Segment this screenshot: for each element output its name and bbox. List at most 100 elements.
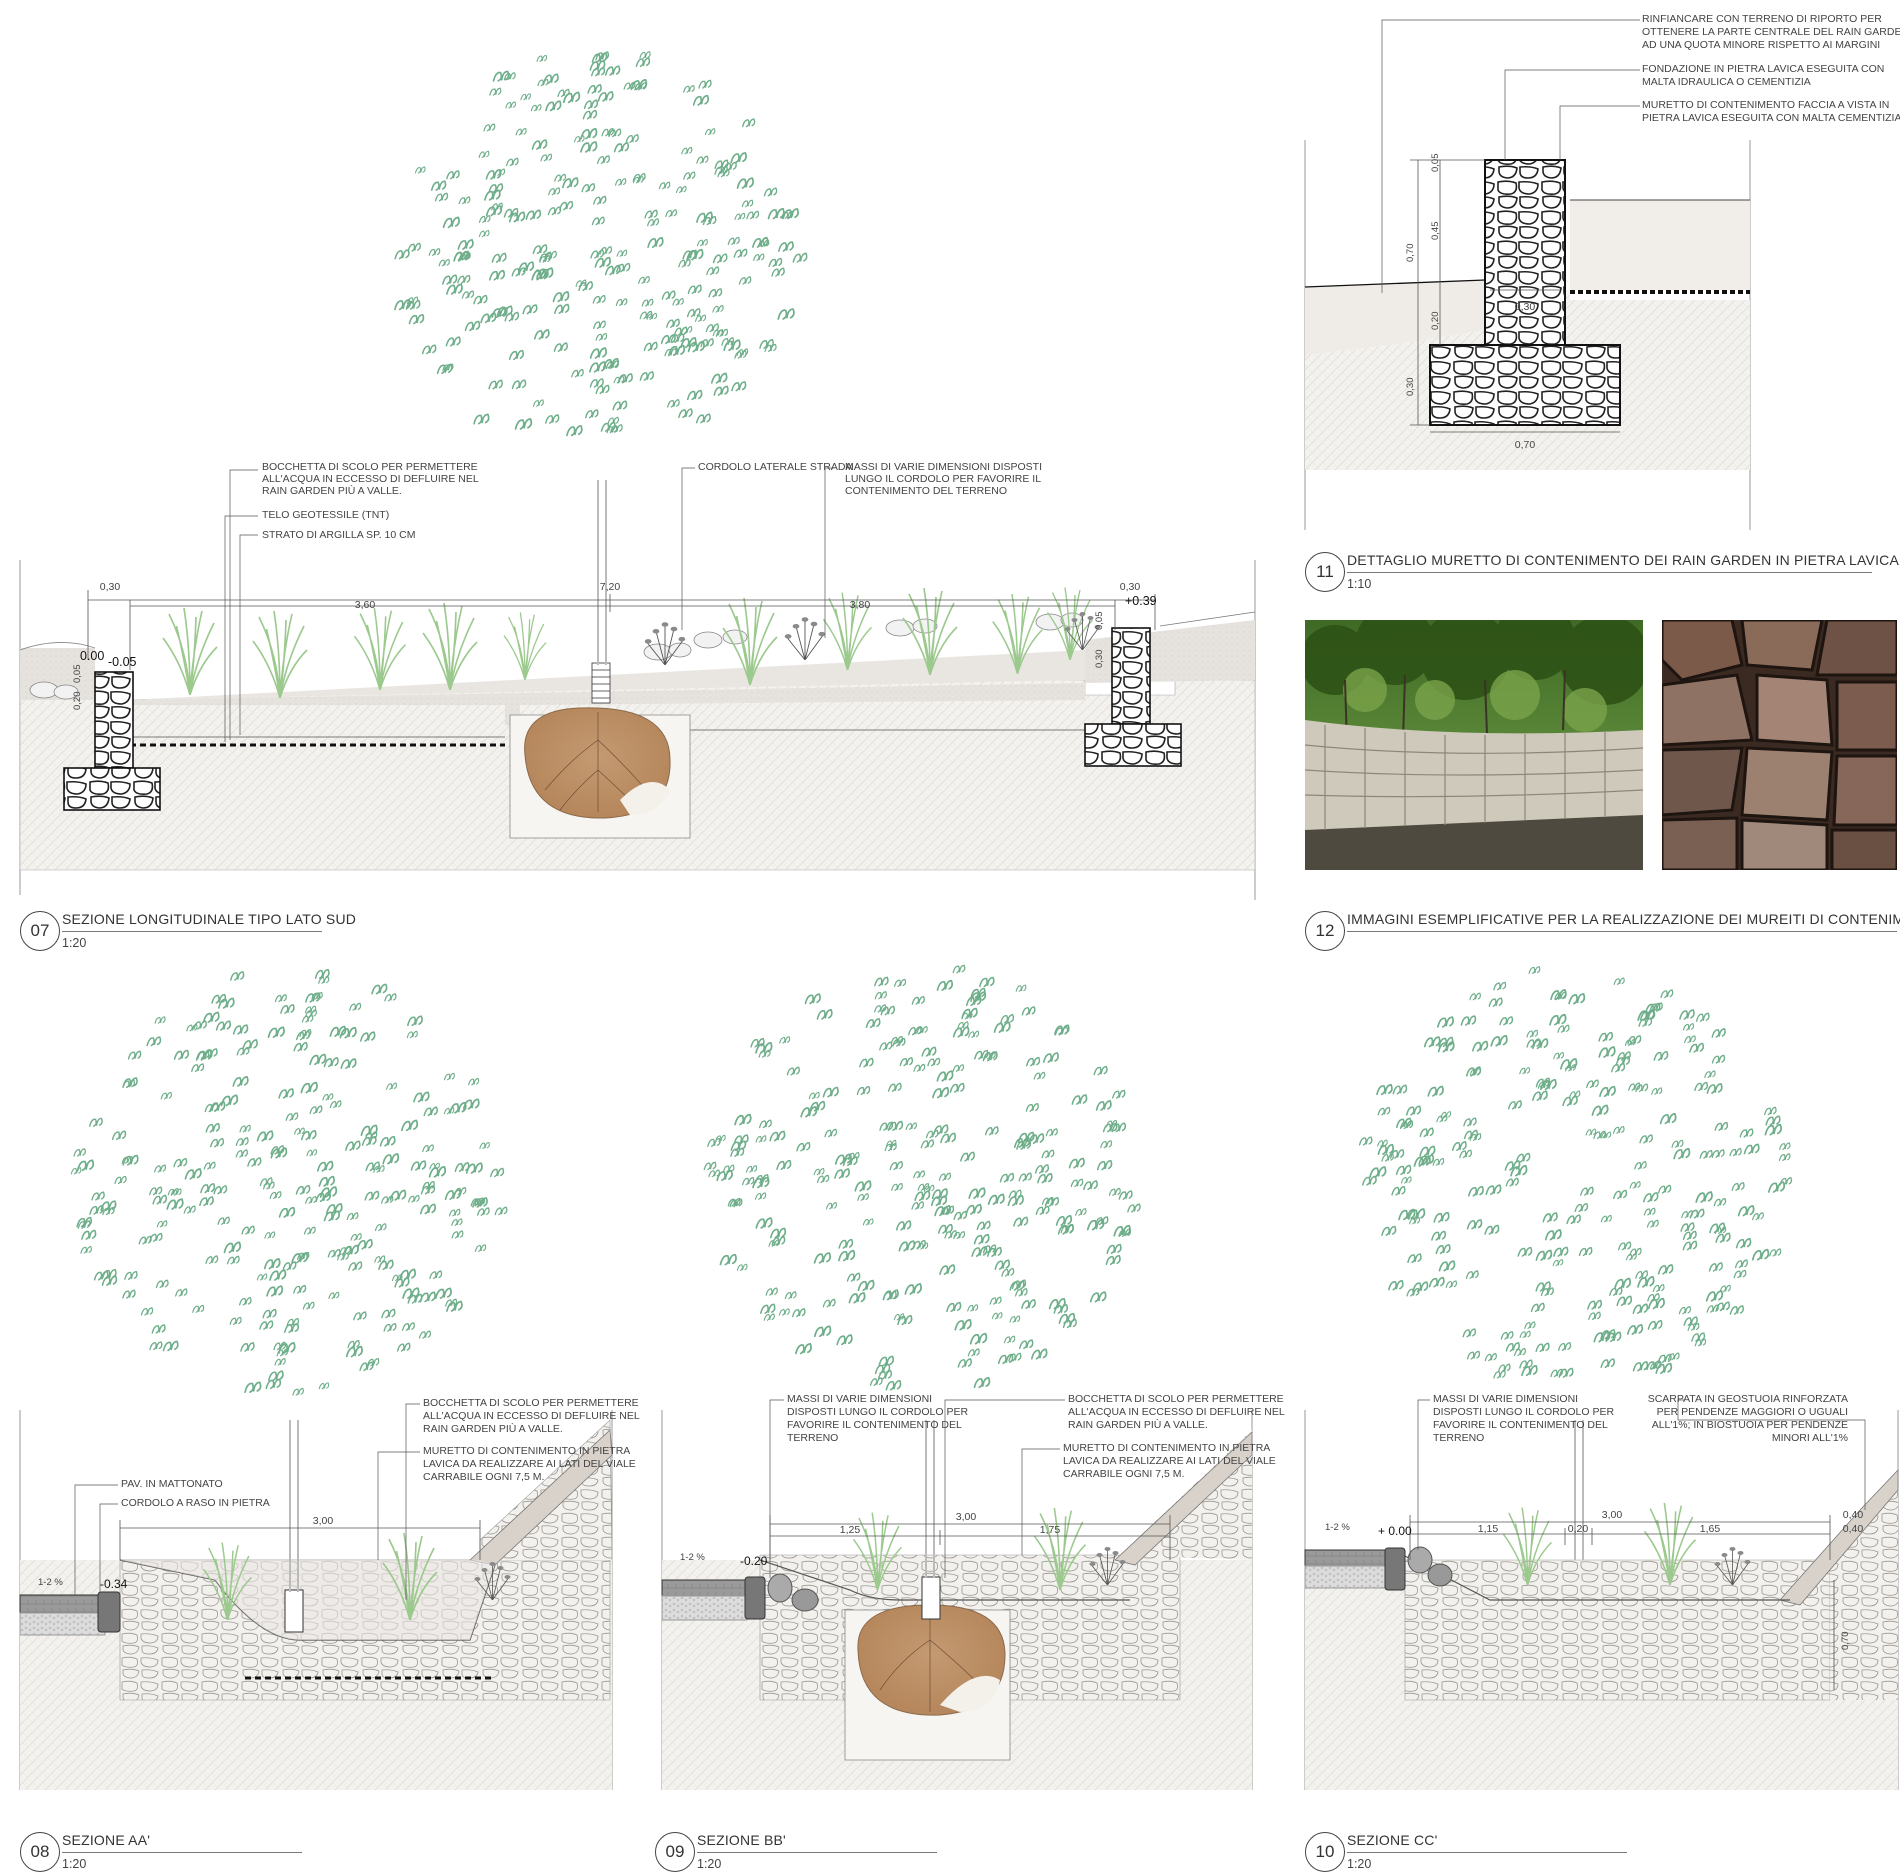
panel-number: 10 [1305,1832,1345,1872]
p08-note-muretto-2: LAVICA DA REALIZZARE AI LATI DEL VIALE [423,1458,636,1470]
photo-dry-stone-wall-garden [1305,620,1643,870]
photo-lava-stone-texture [1662,620,1897,870]
p07-note-bocchetta-2: ALL'ACQUA IN ECCESSO DI DEFLUIRE NEL [262,473,479,485]
p10-dim-level: + 0.00 [1378,1524,1412,1538]
tree-canopy [394,51,808,437]
panel-number: 07 [20,911,60,951]
p11-dim-w2: 0,70 [1515,439,1536,451]
title-rule [1347,572,1872,573]
p10-dim-a: 1,15 [1478,1523,1499,1535]
p07-dim-edge-right: 0,30 [1120,581,1141,593]
p11-dim-v2: 0,45 [1430,222,1441,241]
p11-note-rinfiancare-1: RINFIANCARE CON TERRENO DI RIPORTO PER [1642,13,1882,25]
panel-number: 12 [1305,911,1345,951]
p07-dim-total: 7,20 [600,581,621,593]
p07-dim-h1: 0,20 [72,692,83,711]
p11-dim-v5: 0,30 [1405,378,1416,397]
title-rule [697,1852,937,1853]
p09-dim-left: 1,25 [840,1524,861,1536]
p08-note-pav: PAV. IN MATTONATO [121,1478,223,1490]
p08-note-cordolo: CORDOLO A RASO IN PIETRA [121,1497,270,1509]
p11-dim-v1: 0,05 [1430,154,1441,173]
p08-note-muretto-3: CARRABILE OGNI 7,5 M. [423,1471,544,1483]
p10-dim-v: 0,70 [1840,1632,1851,1651]
p10-note-scarpata-1: SCARPATA IN GEOSTUOIA RINFORZATA [1648,1393,1848,1405]
panel-number: 08 [20,1832,60,1872]
title-rule [1347,1852,1627,1853]
p09-dim-width: 3,00 [956,1511,977,1523]
p11-note-muretto-2: PIETRA LAVICA ESEGUITA CON MALTA CEMENTI… [1642,112,1900,124]
title-rule [62,931,322,932]
panel-scale: 1:10 [1347,577,1372,591]
p07-level-b: -0.05 [108,655,137,669]
p10-dim-d: 0,40 [1843,1509,1864,1521]
p10-dim-b: 0,20 [1568,1523,1589,1535]
p07-dim-h2: 0,05 [72,665,83,684]
tree-canopy [1358,966,1793,1379]
section-11-drawing [1304,140,1751,530]
p08-dim-slope: 1-2 % [38,1577,63,1588]
p09-note-massi-4: TERRENO [787,1432,838,1444]
p10-note-scarpata-4: MINORI ALL'1% [1772,1432,1848,1444]
p07-note-massi-1: MASSI DI VARIE DIMENSIONI DISPOSTI [845,461,1042,473]
section-09-drawing [661,1410,1253,1790]
p08-note-bocchetta-1: BOCCHETTA DI SCOLO PER PERMETTERE [423,1397,639,1409]
p07-dim-right: 3,80 [850,599,871,611]
p09-dim-level: -0.20 [740,1554,768,1568]
p11-note-rinfiancare-2: OTTENERE LA PARTE CENTRALE DEL RAIN GARD… [1642,26,1900,38]
p09-note-bocchetta-2: ALL'ACQUA IN ECCESSO DI DEFLUIRE NEL [1068,1406,1285,1418]
title-rule [1347,931,1897,932]
section-08-drawing [19,1410,613,1790]
tree-canopy [70,968,508,1396]
annotation-labels: BOCCHETTA DI SCOLO PER PERMETTERE ALL'AC… [38,13,1900,1650]
p09-note-bocchetta-1: BOCCHETTA DI SCOLO PER PERMETTERE [1068,1393,1284,1405]
panel-title: SEZIONE BB' [697,1832,786,1848]
p07-note-bocchetta-3: RAIN GARDEN PIÙ A VALLE. [262,484,402,497]
p10-note-massi-3: FAVORIRE IL CONTENIMENTO DEL [1433,1419,1608,1431]
panel-title: DETTAGLIO MURETTO DI CONTENIMENTO DEI RA… [1347,552,1900,568]
p09-note-massi-3: FAVORIRE IL CONTENIMENTO DEL [787,1419,962,1431]
p10-note-massi-4: TERRENO [1433,1432,1484,1444]
p07-dim-v2: 0,05 [1094,612,1105,631]
p09-note-bocchetta-3: RAIN GARDEN PIÙ A VALLE. [1068,1418,1208,1431]
panel-scale: 1:20 [62,1857,87,1871]
p11-note-rinfiancare-3: AD UNA QUOTA MINORE RISPETTO AI MARGINI [1642,39,1880,51]
p09-dim-slope: 1-2 % [680,1552,705,1563]
p11-dim-w1: 0,30 [1515,301,1536,313]
p10-note-massi-2: DISPOSTI LUNGO IL CORDOLO PER [1433,1406,1614,1418]
p08-dim-width: 3,00 [313,1515,334,1527]
p11-note-muretto-1: MURETTO DI CONTENIMENTO FACCIA A VISTA I… [1642,99,1889,111]
panel-scale: 1:20 [697,1857,722,1871]
p07-dim-v1: 0,30 [1094,650,1105,669]
p09-note-muretto-3: CARRABILE OGNI 7,5 M. [1063,1468,1184,1480]
p10-dim-e: 0,40 [1843,1523,1864,1535]
panel-number: 11 [1305,552,1345,592]
p07-note-bocchetta-1: BOCCHETTA DI SCOLO PER PERMETTERE [262,461,478,473]
p07-level-a: 0.00 [80,649,104,663]
p10-note-scarpata-2: PER PENDENZE MAGGIORI O UGUALI [1657,1406,1848,1418]
title-rule [62,1852,302,1853]
p10-note-scarpata-3: ALL'1%; IN BIOSTUOIA PER PENDENZE [1652,1419,1848,1431]
p10-dim-c: 1,65 [1700,1523,1721,1535]
p11-note-fondazione-1: FONDAZIONE IN PIETRA LAVICA ESEGUITA CON [1642,63,1884,75]
panel-number: 09 [655,1832,695,1872]
p10-dim-width: 3,00 [1602,1509,1623,1521]
panel-scale: 1:20 [1347,1857,1372,1871]
p11-dim-v4: 0,20 [1430,312,1441,331]
panel-scale: 1:20 [62,936,87,950]
p09-note-muretto-2: LAVICA DA REALIZZARE AI LATI DEL VIALE [1063,1455,1276,1467]
p08-note-muretto-1: MURETTO DI CONTENIMENTO IN PIETRA [423,1445,630,1457]
p09-dim-right: 1,75 [1040,1524,1061,1536]
tree-canopy [703,964,1141,1391]
p09-note-muretto-1: MURETTO DI CONTENIMENTO IN PIETRA [1063,1442,1270,1454]
p07-dim-left: 3,60 [355,599,376,611]
p07-note-telo: TELO GEOTESSILE (TNT) [262,509,389,521]
p09-note-massi-1: MASSI DI VARIE DIMENSIONI [787,1393,932,1405]
p11-dim-v3: 0,70 [1405,244,1416,263]
p10-dim-slope: 1-2 % [1325,1522,1350,1533]
p08-note-bocchetta-3: RAIN GARDEN PIÙ A VALLE. [423,1422,563,1435]
p08-note-bocchetta-2: ALL'ACQUA IN ECCESSO DI DEFLUIRE NEL [423,1410,640,1422]
p07-dim-edge-left: 0,30 [100,581,121,593]
p10-note-massi-1: MASSI DI VARIE DIMENSIONI [1433,1393,1578,1405]
p09-note-massi-2: DISPOSTI LUNGO IL CORDOLO PER [787,1406,968,1418]
